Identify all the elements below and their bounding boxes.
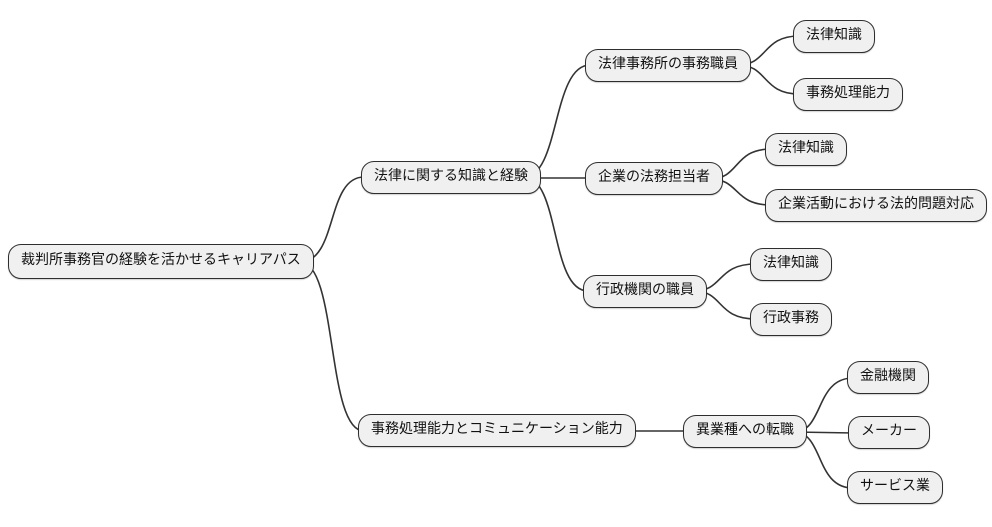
node-service-industry: サービス業 xyxy=(847,471,943,504)
edge-legal-to-gov-agency xyxy=(523,176,589,292)
node-branch-legal-knowledge: 法律に関する知識と経験 xyxy=(361,161,541,194)
node-legal-knowledge-3: 法律知識 xyxy=(750,248,832,281)
node-legal-knowledge-2: 法律知識 xyxy=(765,133,847,166)
node-branch-admin-communication: 事務処理能力とコミュニケーション能力 xyxy=(358,414,636,447)
edge-root-to-admin-comm-branch xyxy=(299,261,365,432)
node-corporate-legal-staff: 企業の法務担当者 xyxy=(585,162,723,195)
node-law-office-clerk: 法律事務所の事務職員 xyxy=(585,49,751,82)
node-gov-agency-staff: 行政機関の職員 xyxy=(583,275,707,308)
node-career-change-other-industry: 異業種への転職 xyxy=(683,415,807,448)
node-admin-processing-skill: 事務処理能力 xyxy=(793,78,903,111)
node-root: 裁判所事務官の経験を活かせるキャリアパス xyxy=(8,244,314,279)
node-corporate-legal-issues: 企業活動における法的問題対応 xyxy=(765,189,987,222)
node-legal-knowledge-1: 法律知識 xyxy=(793,20,875,53)
node-admin-work: 行政事務 xyxy=(750,303,832,336)
node-manufacturer: メーカー xyxy=(848,416,930,449)
node-financial-institution: 金融機関 xyxy=(847,361,929,394)
edge-legal-to-law-office xyxy=(523,64,591,178)
